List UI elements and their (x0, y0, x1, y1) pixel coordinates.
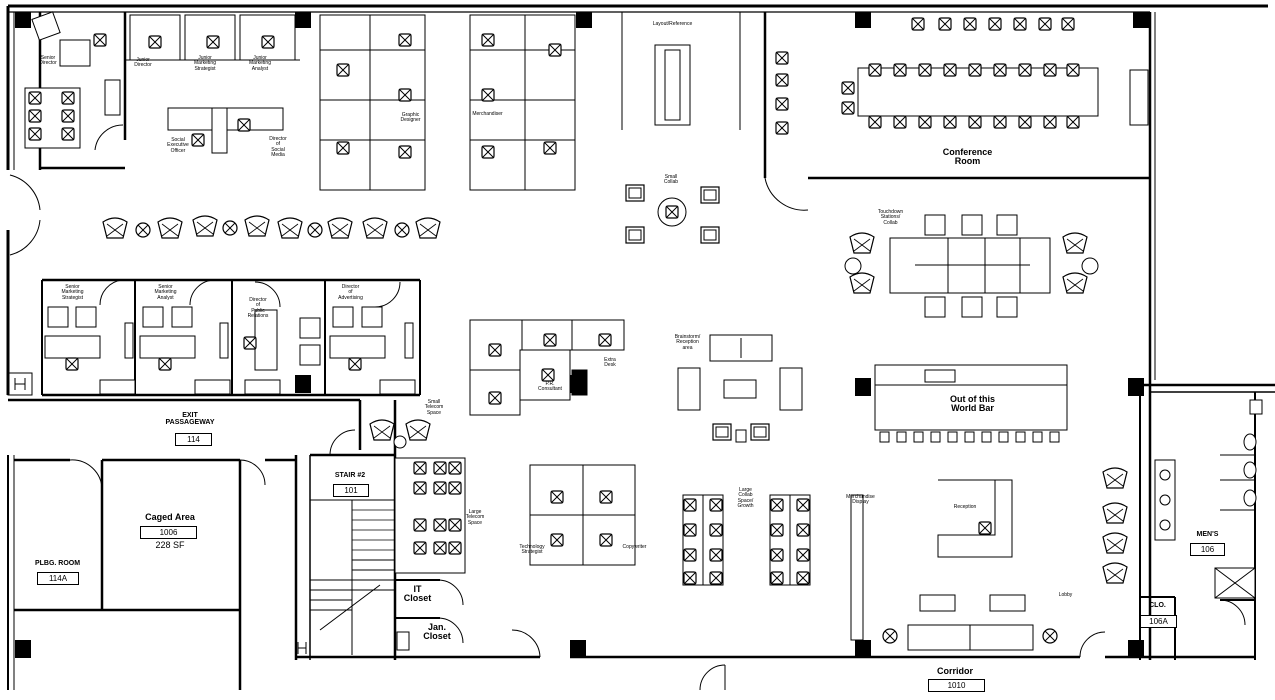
caged-area-label: Caged Area (145, 512, 195, 522)
lobby-label: Lobby (1058, 592, 1073, 598)
exit-passageway-number: 114 (175, 433, 212, 446)
social-executive-officer-label: Social Executive Officer (167, 137, 189, 154)
clo-label: CLO. (1149, 602, 1166, 609)
conference-furniture (775, 17, 1149, 135)
plbg-room-label: PLBG. ROOM (34, 560, 81, 567)
corridor-number: 1010 (928, 679, 985, 692)
mens-number: 106 (1190, 543, 1225, 556)
caged-area-size: 228 SF (155, 540, 185, 550)
senior-marketing-strategist-label: Senior Marketing Strategist (61, 284, 84, 301)
h-markers (7, 372, 307, 654)
large-telecom-label: Large Telecom Space (465, 509, 485, 526)
jan-closet-label: Jan. Closet (423, 622, 451, 642)
small-telecom-furniture (369, 419, 431, 449)
technology-strategist-label: Technology Strategist (519, 544, 545, 556)
small-telecom-label: Small Telecom Space (424, 399, 444, 416)
large-telecom-furniture (394, 457, 466, 574)
brainstorm-furniture (677, 334, 803, 443)
touchdown-label: Touchdown Stations/ Collab (877, 209, 904, 226)
director-social-media-label: Director of Social Media (269, 136, 287, 158)
mens-label: MEN'S (1196, 531, 1219, 538)
large-collab-label: Large Collab Space/ Growth (737, 487, 754, 509)
copywriter-label: Copywriter (622, 544, 647, 550)
merchandiser-label: Merchandiser (472, 111, 503, 117)
top-offices-furniture (24, 11, 296, 154)
junior-marketing-analyst-label: Junior Marketing Analyst (249, 55, 271, 72)
it-closet-fixtures (396, 631, 410, 651)
workstations-top (319, 14, 691, 191)
director-public-relations-label: Director of Public Relations (247, 297, 269, 319)
stair-label: STAIR #2 (334, 472, 366, 479)
extra-desk-label: Extra Desk (604, 357, 616, 369)
stair-number: 101 (333, 484, 369, 497)
pr-consultant-label: P.R. Consultant (538, 381, 562, 393)
touchdown-furniture (844, 214, 1099, 318)
merchandise-display-label: Merchandise Display (846, 494, 875, 506)
corridor-label: Corridor (937, 666, 973, 676)
world-bar-furniture (874, 364, 1068, 443)
conference-room-label: Conference Room (942, 147, 993, 167)
senior-director-label: Senior Director (39, 55, 57, 67)
director-advertising-label: Director of Advertising (338, 284, 363, 301)
clo-number: 106A (1140, 615, 1177, 628)
junior-marketing-strategist-label: Junior Marketing Strategist (194, 55, 216, 72)
small-collab-label: Small Collab (663, 174, 679, 186)
doors (9, 124, 1246, 658)
it-closet-label: IT Closet (403, 584, 432, 604)
pr-area-furniture (469, 319, 625, 416)
graphic-designer-label: Graphic Designer (400, 112, 421, 124)
lounge-row (102, 215, 441, 239)
exit-passageway-label: EXIT PASSAGEWAY (165, 412, 215, 427)
walls (6, 4, 1275, 691)
world-bar-label: Out of this World Bar (950, 394, 995, 414)
mens-fixtures (1154, 399, 1263, 599)
junior-director-label: Junior Director (134, 57, 152, 69)
caged-area-number: 1006 (140, 526, 197, 539)
private-office-furniture (44, 306, 416, 395)
large-collab-furniture (682, 494, 811, 586)
plbg-room-number: 114A (37, 572, 79, 585)
reception-label: Reception (953, 504, 977, 510)
brainstorm-label: Brainstorm/ Reception area (674, 334, 701, 351)
senior-marketing-analyst-label: Senior Marketing Analyst (154, 284, 177, 301)
tech-copy-furniture (529, 464, 636, 566)
reception-furniture (850, 467, 1128, 651)
small-collab-furniture (625, 184, 720, 244)
layout-reference-label: Layout/Reference (652, 21, 693, 27)
